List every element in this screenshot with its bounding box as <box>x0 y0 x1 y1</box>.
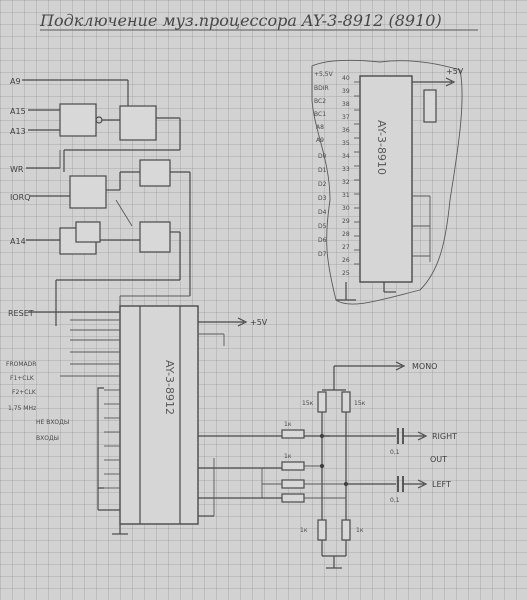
label-a15: A15 <box>10 107 26 116</box>
aux-chip-body <box>359 75 413 283</box>
logic-gate-1 <box>59 103 97 137</box>
right-arrow <box>417 431 428 441</box>
svg-text:31: 31 <box>342 192 350 199</box>
svg-text:D5: D5 <box>318 223 327 230</box>
svg-text:37: 37 <box>342 114 350 121</box>
svg-text:27: 27 <box>342 244 350 251</box>
aux-chip-pin-numbers: 40 39 38 37 36 35 34 33 32 31 30 29 28 2… <box>342 75 350 277</box>
label-main-5v: +5V <box>250 318 268 327</box>
label-left: LEFT <box>432 480 451 489</box>
svg-text:D0: D0 <box>318 153 327 160</box>
aux-chip-left-labels: +5,5V BDIR BC2 BC1 A8 A9 D0 D1 D2 D3 D4 … <box>314 71 334 258</box>
label-r2: 15к <box>354 400 366 407</box>
schematic-title: Подключение муз.процессора AY-3-8912 (89… <box>39 11 442 30</box>
svg-text:32: 32 <box>342 179 350 186</box>
label-wr: WR <box>10 165 24 174</box>
note-6: ВХОДЫ <box>36 435 59 442</box>
svg-text:34: 34 <box>342 153 350 160</box>
logic-gate-3 <box>69 175 107 209</box>
label-right: RIGHT <box>432 432 457 441</box>
svg-text:35: 35 <box>342 140 350 147</box>
label-aux-5v: +5V <box>446 67 464 76</box>
resistor-1k-2 <box>281 461 305 471</box>
aux-chip-left-pins <box>354 81 360 265</box>
label-a9: A9 <box>10 77 21 86</box>
logic-gate-5b <box>75 221 101 243</box>
label-c2: 0,1 <box>390 497 400 504</box>
svg-text:40: 40 <box>342 75 350 82</box>
label-a13: A13 <box>10 127 26 136</box>
mono-arrow <box>395 361 406 371</box>
resistor-1k-3 <box>281 479 305 489</box>
data-bus-bracket <box>97 387 104 489</box>
svg-text:36: 36 <box>342 127 350 134</box>
svg-text:29: 29 <box>342 218 350 225</box>
svg-text:30: 30 <box>342 205 350 212</box>
svg-text:D3: D3 <box>318 195 327 202</box>
main-chip-label: AY-3-8912 <box>163 360 176 415</box>
resistor-1k-6 <box>341 519 351 541</box>
main-5v-arrow <box>237 317 248 327</box>
svg-text:28: 28 <box>342 231 350 238</box>
svg-text:+5,5V: +5,5V <box>314 71 334 78</box>
svg-text:BC2: BC2 <box>314 98 326 105</box>
label-a14: A14 <box>10 237 26 246</box>
aux-chip-label: AY-3-8910 <box>375 120 388 175</box>
svg-text:D4: D4 <box>318 209 327 216</box>
svg-text:D2: D2 <box>318 181 327 188</box>
note-2: F1+CLK <box>10 375 35 382</box>
svg-text:BC1: BC1 <box>314 111 326 118</box>
label-iorq: IORQ <box>10 193 31 202</box>
left-arrow <box>417 479 428 489</box>
svg-text:D7: D7 <box>318 251 327 258</box>
note-5: НЕ ВХОДЫ <box>36 419 69 426</box>
gate-1-inverter-bubble <box>95 116 103 124</box>
main-chip-body <box>119 305 199 525</box>
svg-text:D6: D6 <box>318 237 327 244</box>
label-reset: RESET <box>8 309 34 318</box>
svg-text:39: 39 <box>342 88 350 95</box>
logic-gate-6 <box>139 221 171 253</box>
aux-5v-arrow <box>445 77 456 87</box>
label-c1: 0,1 <box>390 449 400 456</box>
logic-gate-4 <box>139 159 171 187</box>
svg-text:33: 33 <box>342 166 350 173</box>
aux-chip-side-block <box>423 89 437 123</box>
svg-text:BDIR: BDIR <box>314 85 329 92</box>
label-mono: MONO <box>412 362 437 371</box>
note-1: FROMADR <box>6 361 36 368</box>
resistor-15k-2 <box>341 391 351 413</box>
label-r4: 1к <box>284 453 292 460</box>
svg-text:25: 25 <box>342 270 350 277</box>
label-r5: 1к <box>300 527 308 534</box>
note-3: F2+CLK <box>12 389 37 396</box>
svg-text:D1: D1 <box>318 167 327 174</box>
aux-chip-outline-cloud <box>311 59 463 305</box>
main-chip-left-pins <box>60 319 120 489</box>
wire-cross-1 <box>115 199 133 227</box>
resistor-1k-1 <box>281 429 305 439</box>
svg-text:A9: A9 <box>316 137 324 144</box>
svg-text:38: 38 <box>342 101 350 108</box>
note-4: 1,75 MHz <box>8 405 36 412</box>
label-r3: 1к <box>284 421 292 428</box>
resistor-1k-5 <box>317 519 327 541</box>
label-r1: 15к <box>302 400 314 407</box>
label-out: OUT <box>430 455 447 464</box>
svg-text:A8: A8 <box>316 124 324 131</box>
svg-text:26: 26 <box>342 257 350 264</box>
junction-3 <box>320 464 324 468</box>
label-r6: 1к <box>356 527 364 534</box>
resistor-1k-4 <box>281 493 305 503</box>
resistor-15k-1 <box>317 391 327 413</box>
logic-gate-2 <box>119 105 157 141</box>
